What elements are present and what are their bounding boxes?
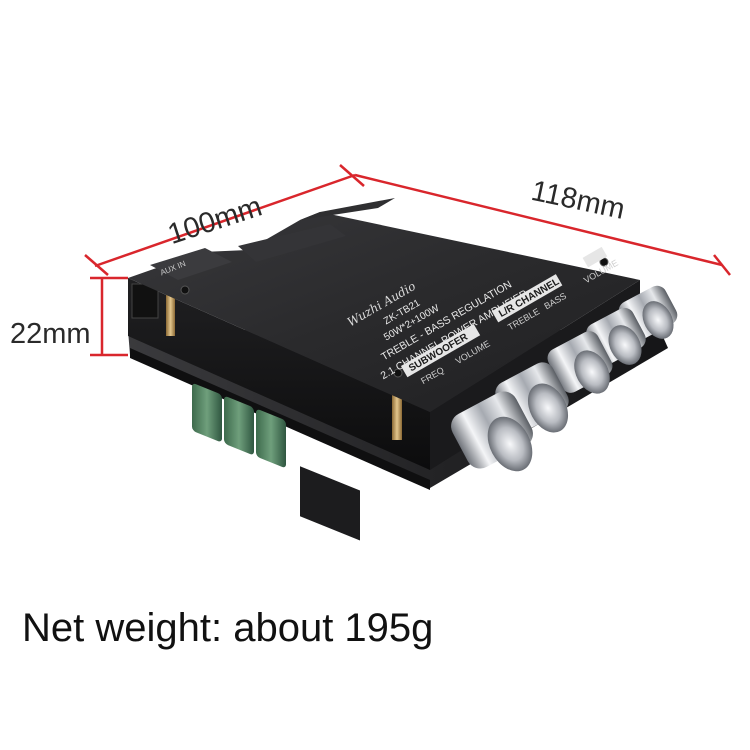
- jack-connector: [131, 283, 159, 319]
- width-dimension-line: [94, 173, 356, 268]
- width-label: 100mm: [164, 191, 266, 251]
- width-tick-right: [339, 164, 365, 187]
- board-top-back: [300, 198, 395, 220]
- net-weight-caption: Net weight: about 195g: [22, 606, 434, 650]
- capacitor: [224, 396, 254, 455]
- connector-panel: [150, 248, 232, 280]
- volume-badge: [582, 246, 608, 268]
- screw: [393, 368, 403, 378]
- channel-badge: [491, 274, 563, 323]
- capacitor: [192, 383, 222, 442]
- dimension-lines: [84, 164, 731, 357]
- length-dimension-line: [354, 173, 723, 267]
- capacitor: [256, 409, 286, 468]
- standoff: [392, 392, 402, 440]
- knob-treble[interactable]: [544, 328, 617, 400]
- subwoofer-badge: [400, 324, 481, 378]
- knob-group: [446, 285, 678, 479]
- height-label: 22mm: [10, 318, 91, 350]
- length-tick-right: [713, 254, 731, 276]
- standoff: [166, 292, 175, 336]
- screw: [180, 285, 190, 295]
- width-tick-left: [84, 254, 109, 276]
- board-side-left: [128, 278, 430, 470]
- knob-subwoofer-freq[interactable]: [446, 387, 541, 479]
- connector-panel: [238, 224, 346, 262]
- length-label: 118mm: [528, 175, 627, 226]
- heatsink: [300, 466, 360, 541]
